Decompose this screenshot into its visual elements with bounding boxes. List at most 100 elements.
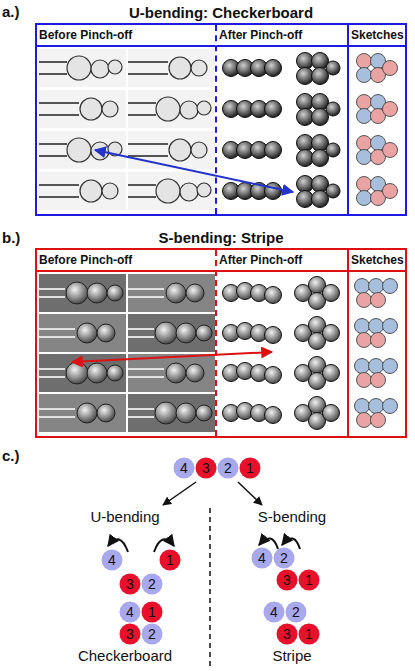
photo-after <box>223 142 282 159</box>
droplet-number: 2 <box>141 573 163 595</box>
photo-before <box>128 131 215 169</box>
branch-arrow <box>163 482 196 505</box>
droplet-node: 2 <box>141 573 163 595</box>
droplet-node: 3 <box>276 623 298 645</box>
droplet-number: 1 <box>298 623 320 645</box>
droplet-circle <box>286 602 307 623</box>
droplet-node: 4 <box>119 601 141 623</box>
photo-before <box>39 314 126 352</box>
sketch-cluster <box>357 95 398 124</box>
column-cell: Before Pinch-off <box>37 250 217 436</box>
column-header: Before Pinch-off <box>37 250 215 272</box>
photo-before <box>128 394 215 432</box>
droplet-circle <box>264 602 285 623</box>
droplet-circle <box>218 458 239 479</box>
mode-label: S-bending <box>232 508 352 526</box>
photo-before <box>128 90 215 128</box>
sketch-cluster <box>355 279 398 308</box>
droplet-number: 1 <box>239 457 261 479</box>
sketch-cluster <box>355 319 398 348</box>
droplet-node: 3 <box>119 623 141 645</box>
column-cell: Before Pinch-off <box>37 25 217 214</box>
pattern-label: Stripe <box>232 647 352 665</box>
photo-before <box>39 394 126 432</box>
panel-box: U-bending: CheckerboardBefore Pinch-offA… <box>35 23 407 216</box>
photo-before <box>128 354 215 392</box>
photo-before <box>39 49 126 87</box>
bending-arrow <box>259 538 278 549</box>
bending-arrow <box>282 538 300 549</box>
droplet-node: 1 <box>239 457 261 479</box>
droplet-number: 2 <box>141 623 163 645</box>
droplet-circle <box>274 548 295 569</box>
photo-before <box>39 172 126 210</box>
photo-before <box>39 274 126 312</box>
droplet-circle <box>299 624 320 645</box>
droplet-node: 4 <box>101 549 123 571</box>
droplet-circle <box>277 570 298 591</box>
droplet-node: 1 <box>141 601 163 623</box>
comparison-arrow <box>95 150 293 192</box>
photo-after <box>223 363 282 384</box>
droplet-node: 2 <box>141 623 163 645</box>
photo-before <box>128 274 215 312</box>
photo-after <box>223 60 282 77</box>
droplet-circle <box>174 458 195 479</box>
photo-after <box>297 135 341 167</box>
droplet-number: 1 <box>141 601 163 623</box>
photo-after <box>223 323 282 344</box>
droplet-circle <box>120 602 141 623</box>
droplet-node: 1 <box>298 623 320 645</box>
droplet-node: 2 <box>273 547 295 569</box>
droplet-number: 4 <box>263 601 285 623</box>
column-header: Sketches <box>349 25 405 47</box>
droplet-number: 2 <box>217 457 239 479</box>
droplet-number: 3 <box>276 623 298 645</box>
sketch-cluster <box>355 399 398 428</box>
photo-before <box>128 314 215 352</box>
panel-title: S-bending: Stripe <box>37 229 405 247</box>
photo-after <box>223 283 282 304</box>
photo-after <box>295 397 340 430</box>
column-cell: Sketches <box>349 25 405 214</box>
photo-before <box>128 49 215 87</box>
divider-line <box>209 508 211 668</box>
droplet-circle <box>252 548 273 569</box>
panel-letter: b.) <box>2 229 36 247</box>
droplet-circle <box>196 458 217 479</box>
droplet-number: 4 <box>251 547 273 569</box>
column-cell: After Pinch-off <box>217 25 349 214</box>
droplet-circle <box>142 602 163 623</box>
photo-after <box>297 94 341 126</box>
photo-after <box>297 176 341 208</box>
droplet-number: 3 <box>119 573 141 595</box>
branch-arrow <box>238 482 262 505</box>
droplet-node: 2 <box>285 601 307 623</box>
droplet-circle <box>142 574 163 595</box>
droplet-number: 3 <box>195 457 217 479</box>
column-cell: After Pinch-off <box>217 250 349 436</box>
droplet-circle <box>240 458 261 479</box>
column-header: Before Pinch-off <box>37 25 215 47</box>
sketch-cluster <box>357 54 398 83</box>
panel-letter: a.) <box>2 3 36 21</box>
droplet-circle <box>299 570 320 591</box>
sketch-cluster <box>355 359 398 388</box>
droplet-number: 2 <box>273 547 295 569</box>
droplet-circle <box>102 550 123 571</box>
droplet-node: 4 <box>263 601 285 623</box>
droplet-node: 1 <box>159 549 181 571</box>
droplet-circle <box>277 624 298 645</box>
droplet-number: 2 <box>285 601 307 623</box>
column-header: Sketches <box>349 250 405 272</box>
panel-title: U-bending: Checkerboard <box>37 4 405 22</box>
photo-after <box>223 403 282 424</box>
sketch-cluster <box>357 136 398 165</box>
droplet-number: 3 <box>119 623 141 645</box>
photo-after <box>297 53 341 85</box>
column-header: After Pinch-off <box>217 25 347 47</box>
droplet-node: 1 <box>298 569 320 591</box>
photo-after <box>223 101 282 118</box>
droplet-node: 3 <box>276 569 298 591</box>
